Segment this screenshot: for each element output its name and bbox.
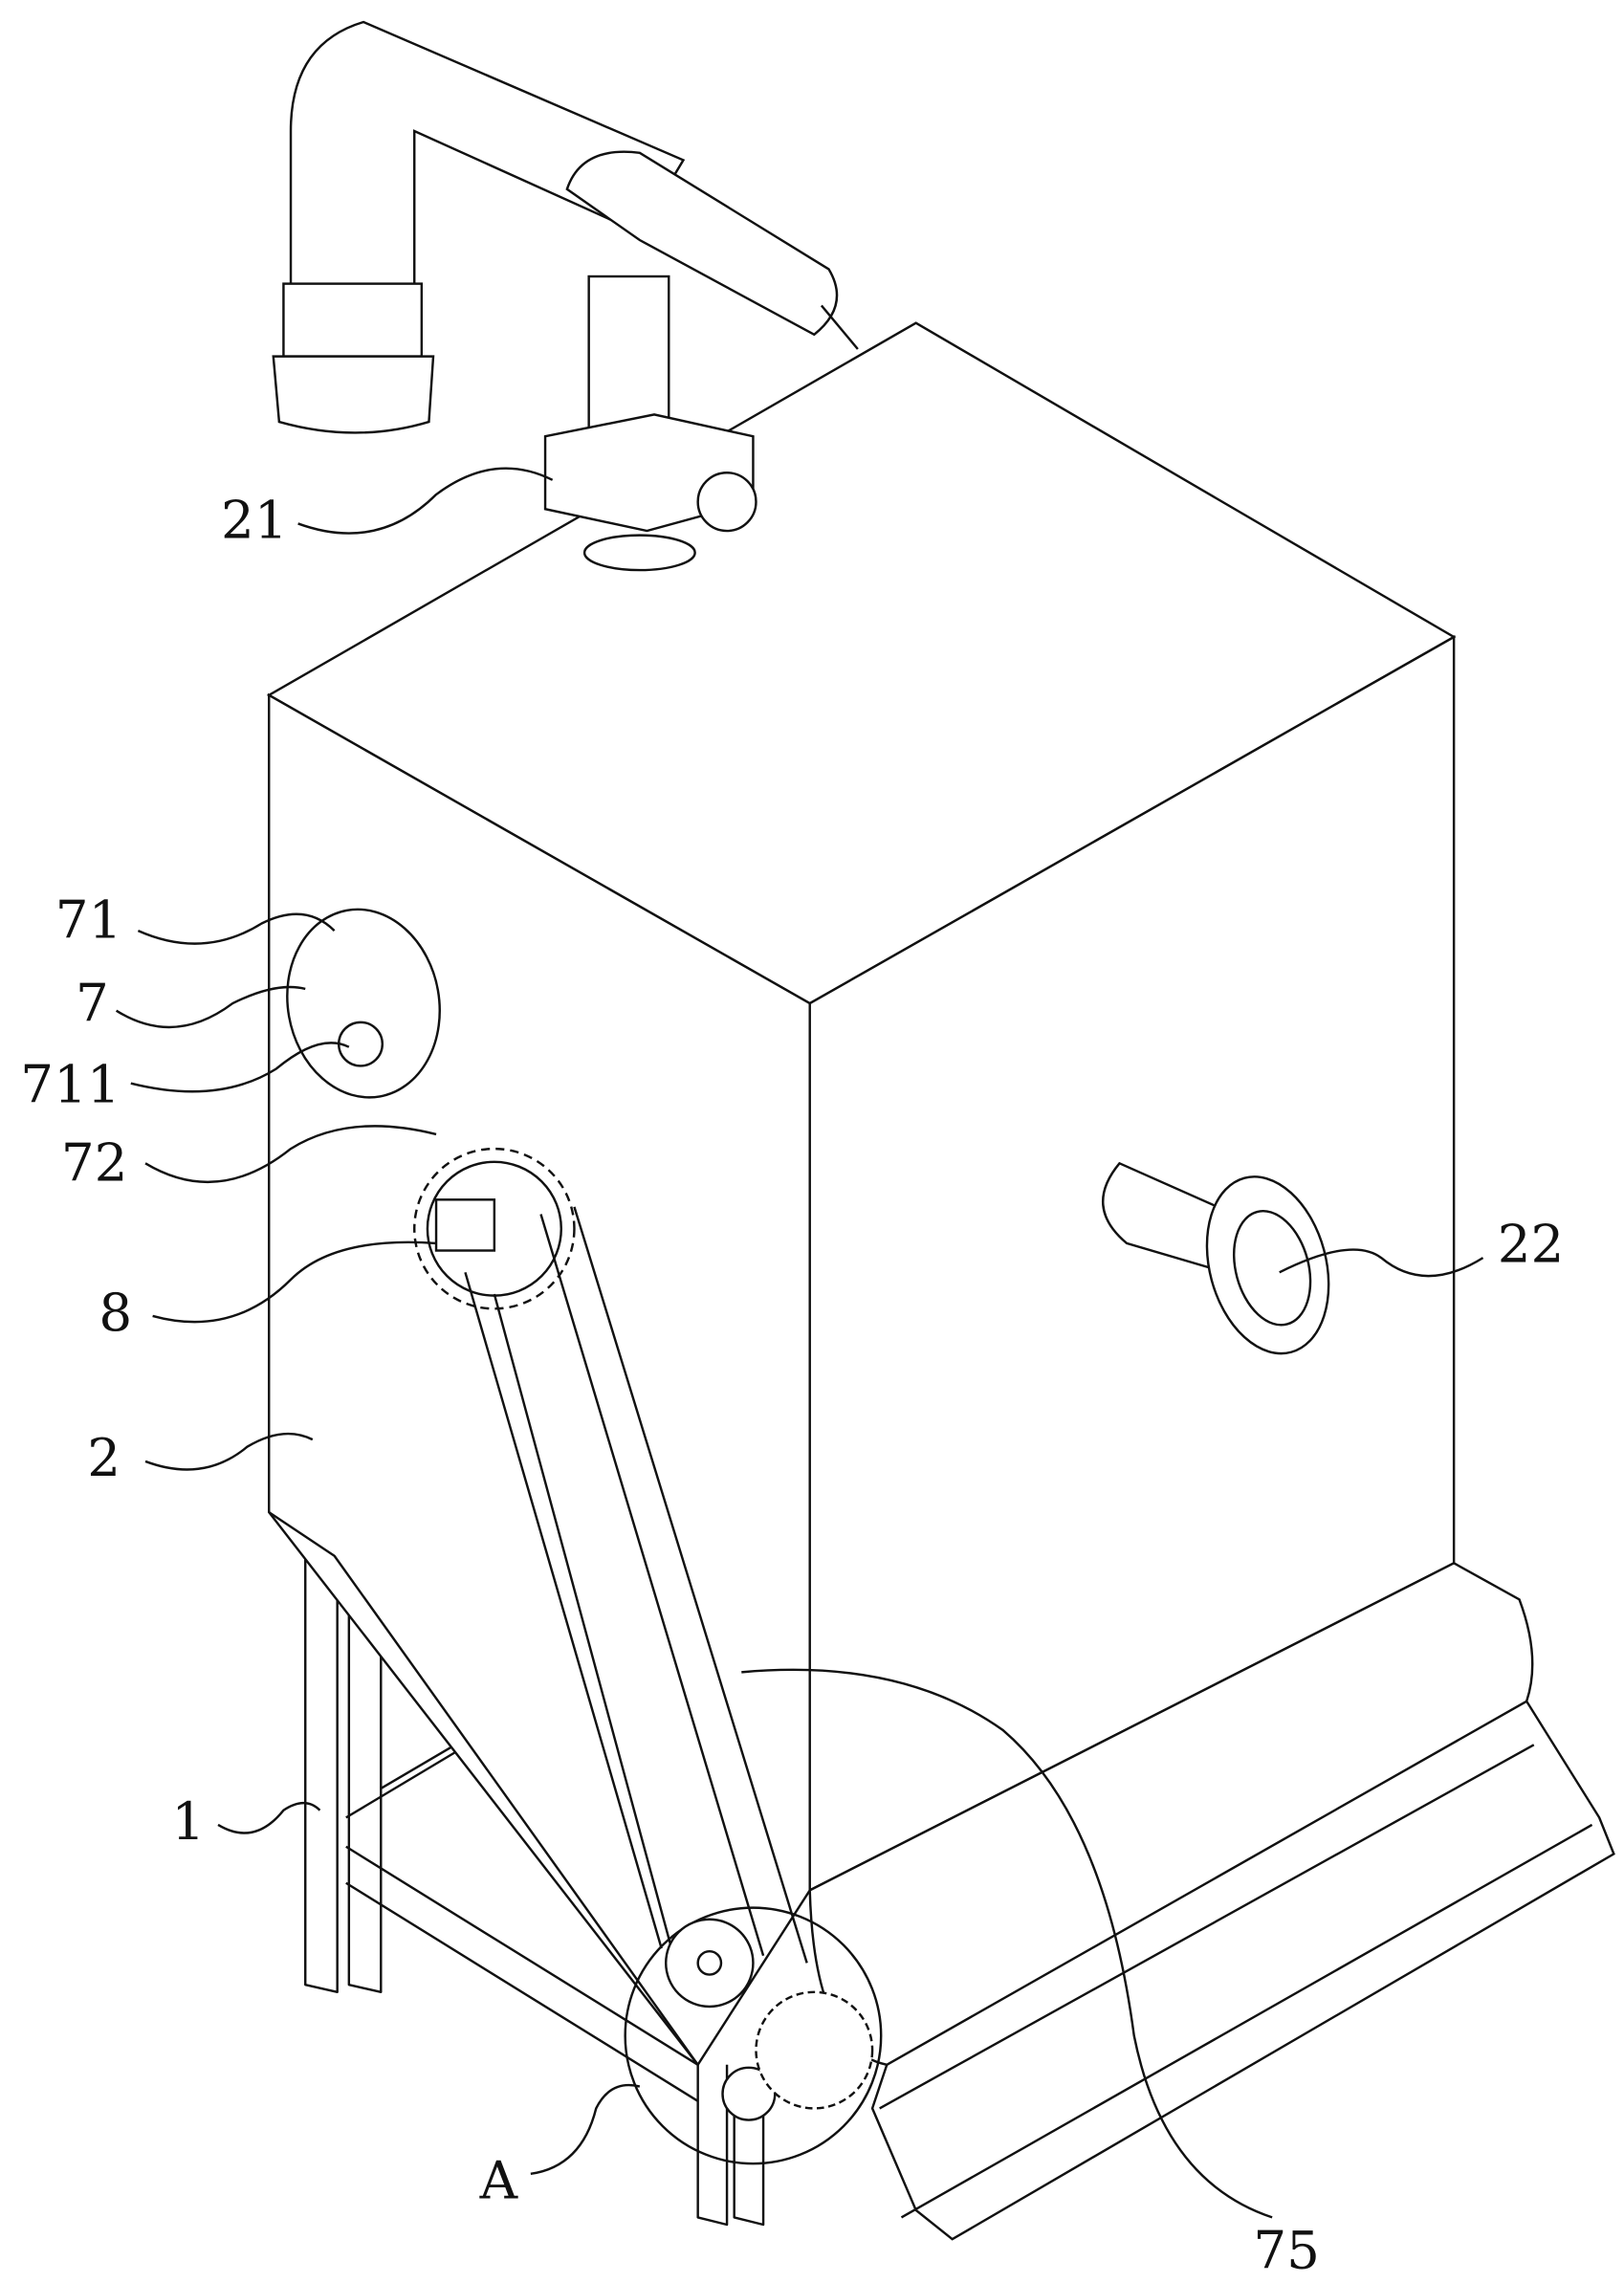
label-711: 711 [20, 1053, 120, 1114]
label-2: 2 [87, 1427, 121, 1488]
label-8: 8 [99, 1282, 132, 1343]
label-7: 7 [76, 972, 109, 1033]
label-21: 21 [221, 490, 288, 551]
label-71: 71 [55, 889, 122, 951]
label-1: 1 [171, 1790, 205, 1852]
gear-72 [414, 1149, 574, 1308]
label-A: A [479, 2150, 519, 2211]
label-75: 75 [1253, 2220, 1320, 2281]
label-22: 22 [1498, 1214, 1565, 1275]
label-72: 72 [61, 1132, 128, 1194]
